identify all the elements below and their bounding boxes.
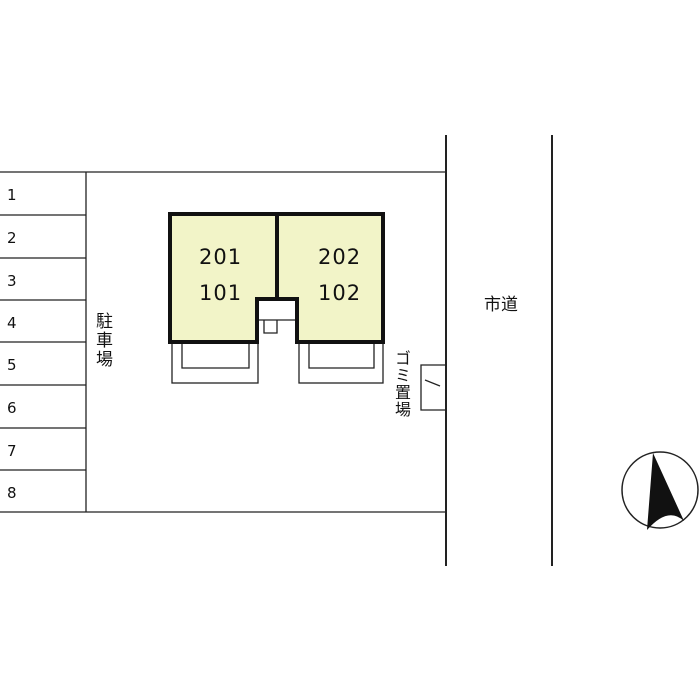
stall-8: 8 [7, 484, 17, 502]
parking-stall-dividers [0, 214, 86, 471]
unit-202: 202 [318, 245, 362, 269]
balcony-right [298, 342, 384, 384]
stall-1: 1 [7, 186, 17, 204]
stall-4: 4 [7, 314, 17, 332]
stall-7: 7 [7, 442, 17, 460]
stall-2: 2 [7, 229, 17, 247]
parking-label: 駐車場 [92, 312, 112, 369]
stall-5: 5 [7, 356, 17, 374]
entrance-steps [259, 319, 296, 334]
garbage-area-label: ゴミ置場 [392, 350, 411, 418]
garbage-box [420, 364, 446, 411]
balcony-left [171, 342, 259, 384]
stall-6: 6 [7, 399, 17, 417]
unit-101: 101 [199, 281, 243, 305]
north-arrow-icon [621, 451, 699, 530]
unit-102: 102 [318, 281, 362, 305]
unit-201: 201 [199, 245, 243, 269]
stall-3: 3 [7, 272, 17, 290]
road-label: 市道 [484, 295, 518, 315]
